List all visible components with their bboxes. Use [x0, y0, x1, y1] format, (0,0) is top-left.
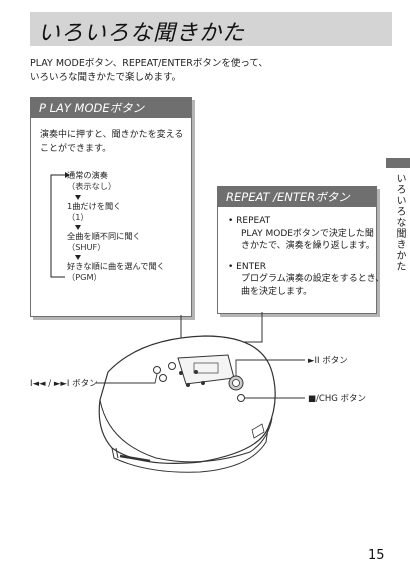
enter-item-head: • ENTER: [228, 261, 267, 272]
play-mode-desc-line-2: ことができます。: [40, 144, 112, 154]
play-mode-box: P LAY MODEボタン 演奏中に押すと、聞きかたを変える ことができます。 …: [30, 97, 192, 317]
mode-program-sub: （PGM）: [67, 272, 102, 282]
enter-item-body-2: 曲を決定します。: [241, 286, 313, 297]
play-mode-description: 演奏中に押すと、聞きかたを変える ことができます。: [40, 128, 188, 156]
mode-program-label: 好きな順に曲を選んで聞く: [67, 261, 165, 271]
page-number: 15: [368, 548, 385, 563]
stop-label: ■/CHG ボタン: [308, 394, 367, 404]
mode-normal-label: 通常の演奏: [67, 170, 108, 180]
arrow-down-icon: [75, 195, 81, 200]
skip-label: I◄◄ / ►►I ボタン: [30, 379, 98, 389]
mode-normal-sub: （表示なし）: [67, 181, 117, 191]
repeat-enter-list: • REPEAT PLAY MODEボタンで決定した聞 きかたで、演奏を繰り返し…: [228, 215, 385, 306]
side-tab-marker: [386, 158, 410, 168]
play-mode-desc-line-1: 演奏中に押すと、聞きかたを変える: [40, 130, 184, 140]
intro-text: PLAY MODEボタン、REPEAT/ENTERボタンを使って、 いろいろな聞…: [30, 57, 350, 85]
side-tab-text: いろいろな聞きかた: [394, 173, 405, 272]
play-mode-box-title: P LAY MODEボタン: [31, 98, 191, 118]
mode-normal: 通常の演奏 （表示なし）: [67, 170, 116, 192]
mode-repeat-one-sub: （1）: [67, 212, 89, 222]
enter-item: • ENTER プログラム演奏の設定をするとき、 曲を決定します。: [228, 261, 385, 299]
repeat-enter-box: REPEAT /ENTERボタン • REPEAT PLAY MODEボタンで決…: [217, 186, 385, 314]
mode-shuffle-label: 全曲を順不同に聞く: [67, 231, 141, 241]
intro-line-2: いろいろな聞きかたで楽しめます。: [30, 72, 182, 83]
arrow-down-icon: [75, 255, 81, 260]
repeat-item-body-2: きかたで、演奏を繰り返します。: [241, 241, 375, 251]
arrow-down-icon: [75, 225, 81, 230]
mode-program: 好きな順に曲を選んで聞く （PGM）: [67, 261, 165, 283]
mode-shuffle-sub: （SHUF）: [67, 242, 106, 252]
mode-repeat-one-label: 1曲だけを聞く: [67, 201, 122, 211]
mode-shuffle: 全曲を順不同に聞く （SHUF）: [67, 231, 141, 253]
repeat-item: • REPEAT PLAY MODEボタンで決定した聞 きかたで、演奏を繰り返し…: [228, 215, 376, 253]
repeat-item-body-1: PLAY MODEボタンで決定した聞: [241, 228, 374, 239]
title-band: いろいろな聞きかた: [30, 12, 392, 46]
repeat-item-head: • REPEAT: [228, 216, 271, 226]
enter-item-body-1: プログラム演奏の設定をするとき、: [241, 274, 385, 284]
play-pause-label: ►II ボタン: [308, 356, 348, 366]
loop-arrow-icon: [50, 172, 70, 278]
mode-repeat-one: 1曲だけを聞く （1）: [67, 201, 121, 223]
page-title: いろいろな聞きかた: [38, 21, 246, 46]
repeat-enter-box-title: REPEAT /ENTERボタン: [218, 187, 376, 207]
intro-line-1: PLAY MODEボタン、REPEAT/ENTERボタンを使って、: [30, 58, 268, 69]
